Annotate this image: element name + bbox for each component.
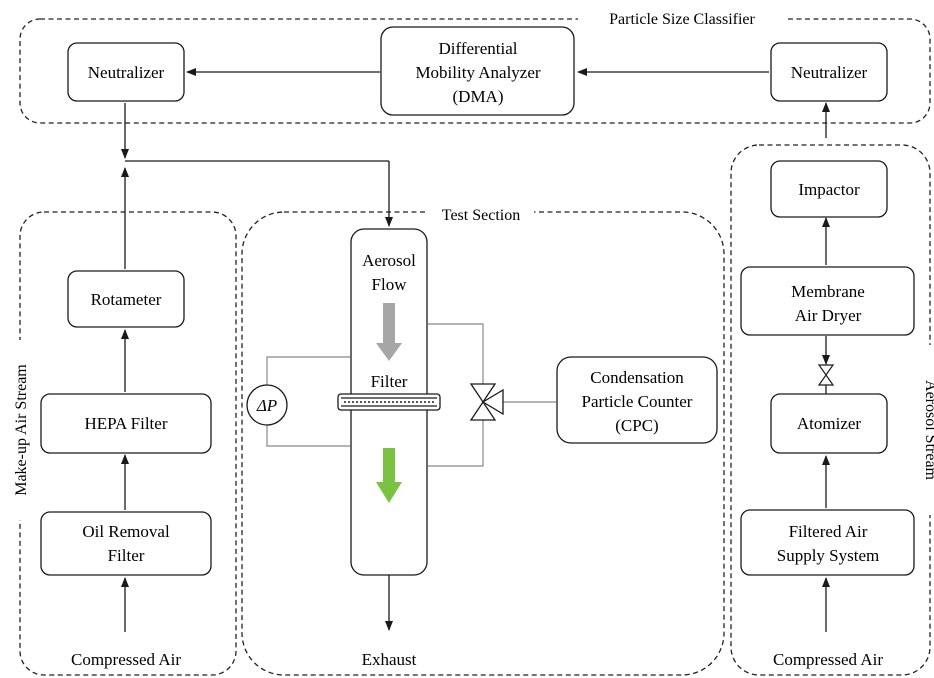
atomizer-box: Atomizer <box>770 393 888 454</box>
pressure-gauge: ΔP <box>246 384 288 426</box>
makeup-title: Make-up Air Stream <box>13 364 30 496</box>
compressed-air-left-label: Compressed Air <box>71 650 181 669</box>
neutralizer-left-box: Neutralizer <box>67 42 185 102</box>
aerosol-title: Aerosol Stream <box>922 380 934 481</box>
delta-p-label: ΔP <box>256 396 277 415</box>
svg-text:Differential: Differential <box>439 39 518 58</box>
svg-text:Filtered Air: Filtered Air <box>789 522 868 541</box>
svg-text:Rotameter: Rotameter <box>91 290 162 309</box>
svg-text:Neutralizer: Neutralizer <box>791 63 868 82</box>
svg-text:HEPA Filter: HEPA Filter <box>85 414 168 433</box>
test-section-title: Test Section <box>442 207 520 224</box>
hepa-filter-box: HEPA Filter <box>40 393 212 454</box>
svg-text:Supply System: Supply System <box>777 546 880 565</box>
upstream-flow-arrow-icon <box>376 303 402 361</box>
sampling-lines <box>266 323 556 467</box>
oil-removal-filter-box: Oil Removal Filter <box>40 511 212 576</box>
filter-label: Filter <box>371 372 408 391</box>
makeup-air-stream-group: Make-up Air Stream <box>8 211 237 676</box>
svg-text:Atomizer: Atomizer <box>797 414 862 433</box>
neutralizer-right-box: Neutralizer <box>770 42 888 102</box>
svg-text:Oil Removal: Oil Removal <box>82 522 170 541</box>
svg-text:(CPC): (CPC) <box>615 416 658 435</box>
impactor-box: Impactor <box>770 160 888 218</box>
aerosol-flow-label: Aerosol <box>362 251 416 270</box>
cpc-box: Condensation Particle Counter (CPC) <box>556 356 718 444</box>
svg-text:Air Dryer: Air Dryer <box>795 306 862 325</box>
svg-text:Neutralizer: Neutralizer <box>88 63 165 82</box>
svg-text:Condensation: Condensation <box>590 368 684 387</box>
svg-text:Flow: Flow <box>372 275 408 294</box>
svg-text:Impactor: Impactor <box>798 180 860 199</box>
three-way-valve-icon <box>469 383 504 421</box>
membrane-air-dryer-box: Membrane Air Dryer <box>740 266 915 336</box>
particle-size-classifier-group: Particle Size Classifier <box>19 9 931 124</box>
svg-text:Membrane: Membrane <box>791 282 865 301</box>
filtered-air-supply-box: Filtered Air Supply System <box>740 509 915 576</box>
svg-text:Mobility Analyzer: Mobility Analyzer <box>415 63 540 82</box>
test-section-group: Test Section <box>241 204 725 676</box>
dma-box: Differential Mobility Analyzer (DMA) <box>380 26 575 116</box>
compressed-air-right-label: Compressed Air <box>773 650 883 669</box>
aerosol-stream-group: Aerosol Stream <box>730 144 934 676</box>
svg-text:(DMA): (DMA) <box>453 87 504 106</box>
rotameter-box: Rotameter <box>67 270 185 328</box>
filter-holder-icon <box>337 393 441 411</box>
downstream-flow-arrow-icon <box>376 448 402 503</box>
flow-lines <box>121 68 830 632</box>
dryer-valve-icon <box>817 336 835 392</box>
svg-text:Filter: Filter <box>108 546 145 565</box>
classifier-title: Particle Size Classifier <box>609 11 755 28</box>
svg-text:Particle Counter: Particle Counter <box>582 392 693 411</box>
exhaust-label: Exhaust <box>362 650 417 669</box>
